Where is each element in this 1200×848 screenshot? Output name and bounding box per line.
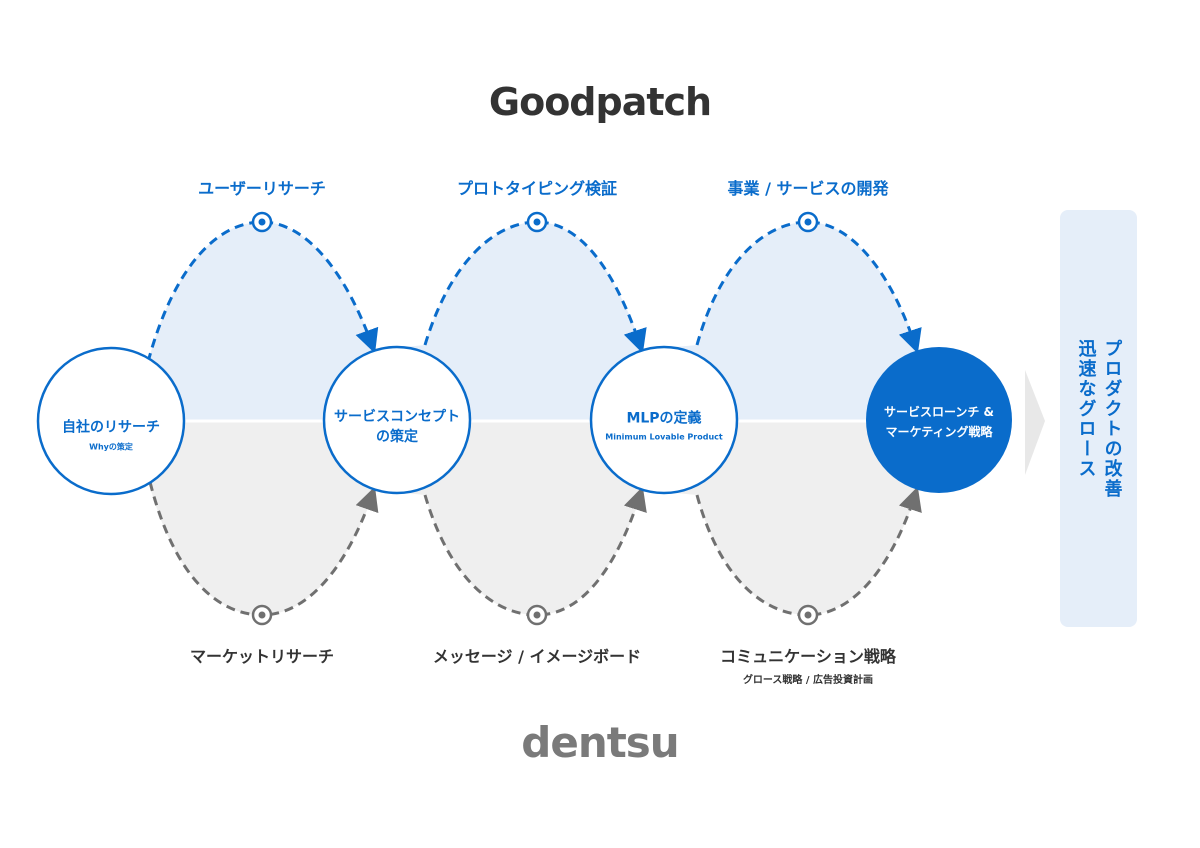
upper-band-1 <box>148 222 375 421</box>
stage-1-text: 自社のリサーチ Whyの策定 <box>36 418 186 453</box>
stage-3-text: MLPの定義 Minimum Lovable Product <box>589 409 739 442</box>
stage-3-title: MLPの定義 <box>626 410 702 427</box>
stage-circle-1 <box>36 346 186 496</box>
lower-arrow-2 <box>423 486 647 617</box>
goodpatch-logo: Goodpatch <box>488 80 712 124</box>
stage-4-text: サービスローンチ & マーケティング戦略 <box>864 402 1014 442</box>
stage-1-subtitle: Whyの策定 <box>89 442 133 452</box>
stage-circle-4 <box>866 347 1012 493</box>
top-label-business-dev: 事業 / サービスの開発 <box>727 179 889 198</box>
stage-2-title-line2: の策定 <box>376 429 418 445</box>
outcome-text: プロダクトの改善 迅速なグロース <box>1073 339 1125 499</box>
stage-1-title: 自社のリサーチ <box>62 419 160 436</box>
stage-circle-3 <box>589 345 739 495</box>
stage-4-title-line2: マーケティング戦略 <box>885 425 993 439</box>
node-marker-icons <box>251 211 819 626</box>
outcome-line-1: プロダクトの改善 <box>1101 338 1123 499</box>
stage-2-text: サービスコンセプト の策定 <box>322 407 472 447</box>
lower-band-1 <box>148 421 375 615</box>
stage-4-title: サービスローンチ & <box>883 405 995 419</box>
stage-circle-2 <box>322 345 472 495</box>
stage-3-subtitle: Minimum Lovable Product <box>605 432 723 442</box>
upper-arrow-1 <box>146 220 379 363</box>
chevron-right-icon <box>1025 370 1045 475</box>
bottom-label-communication: コミュニケーション戦略 <box>720 647 896 666</box>
top-label-prototyping: プロトタイピング検証 <box>456 179 617 198</box>
top-label-user-research: ユーザーリサーチ <box>198 179 326 198</box>
bottom-label-message-board: メッセージ / イメージボード <box>432 647 642 666</box>
outcome-panel: プロダクトの改善 迅速なグロース <box>1060 210 1137 627</box>
bottom-label-market-research: マーケットリサーチ <box>189 647 334 666</box>
dentsu-logo: dentsu <box>521 718 679 767</box>
bottom-sublabel-communication: グロース戦略 / 広告投資計画 <box>742 675 874 686</box>
outcome-line-2: 迅速なグロース <box>1075 338 1097 479</box>
stage-2-title: サービスコンセプト <box>334 409 460 425</box>
